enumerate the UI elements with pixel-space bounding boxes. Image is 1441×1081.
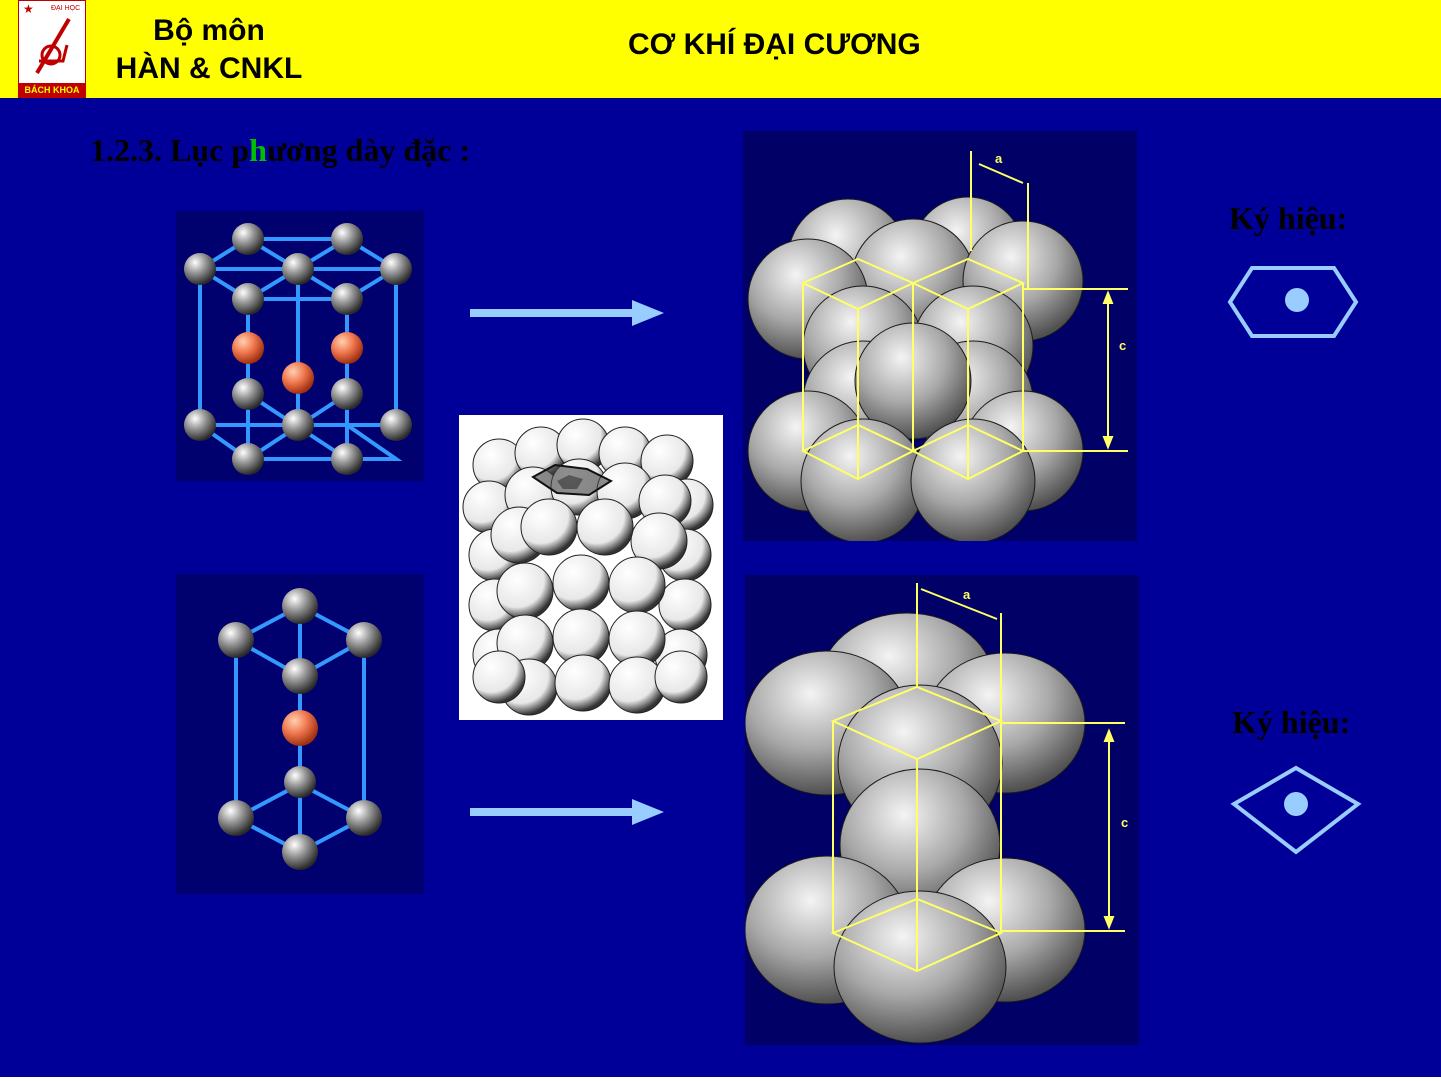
hcp-lattice-primitive [176, 574, 424, 894]
symbol-label-2: Ký hiệu: [1232, 704, 1350, 741]
hcp-lattice-full-drawing [176, 211, 424, 481]
rhombus-with-dot-icon [1230, 764, 1362, 856]
logo-emblem-icon [29, 15, 77, 77]
close-packed-stack-drawing [459, 415, 723, 720]
section-title-highlight: h [249, 132, 267, 168]
label-c: c [1119, 338, 1126, 353]
hcp-unit-cell-top-drawing: a c [743, 131, 1137, 541]
header-bar: ★ ĐẠI HỌC BÁCH KHOA Bộ môn HÀN & CNKL CƠ… [0, 0, 1441, 98]
label-c: c [1121, 815, 1128, 830]
hexagon-with-dot-icon [1226, 264, 1360, 340]
hcp-lattice-full [176, 211, 424, 481]
close-packed-stack-image [459, 415, 723, 720]
department-name: Bộ môn HÀN & CNKL [104, 12, 314, 88]
logo-bottom-text: BÁCH KHOA [19, 83, 85, 97]
section-title-part-1: 1.2.3. Lục p [90, 132, 249, 168]
arrow-right-icon [468, 797, 668, 827]
label-a: a [963, 587, 971, 602]
label-a: a [995, 151, 1003, 166]
university-logo: ★ ĐẠI HỌC BÁCH KHOA [18, 0, 86, 98]
section-title-part-2: ương dày đặc : [267, 132, 470, 168]
bottom-divider [0, 1077, 1441, 1081]
hcp-unit-cell-bottom-drawing: a c [745, 575, 1139, 1045]
course-title: CƠ KHÍ ĐẠI CƯƠNG [628, 28, 921, 62]
hcp-lattice-primitive-drawing [176, 574, 424, 894]
arrow-right-icon [468, 298, 668, 328]
department-line-2: HÀN & CNKL [104, 50, 314, 88]
symbol-label-1: Ký hiệu: [1229, 200, 1347, 237]
logo-top-text: ĐẠI HỌC [51, 5, 80, 12]
department-line-1: Bộ môn [104, 12, 314, 50]
section-title: 1.2.3. Lục phương dày đặc : [90, 132, 470, 169]
hcp-unit-cell-top: a c [743, 131, 1137, 541]
hcp-unit-cell-bottom: a c [745, 575, 1139, 1045]
star-icon: ★ [23, 3, 34, 15]
